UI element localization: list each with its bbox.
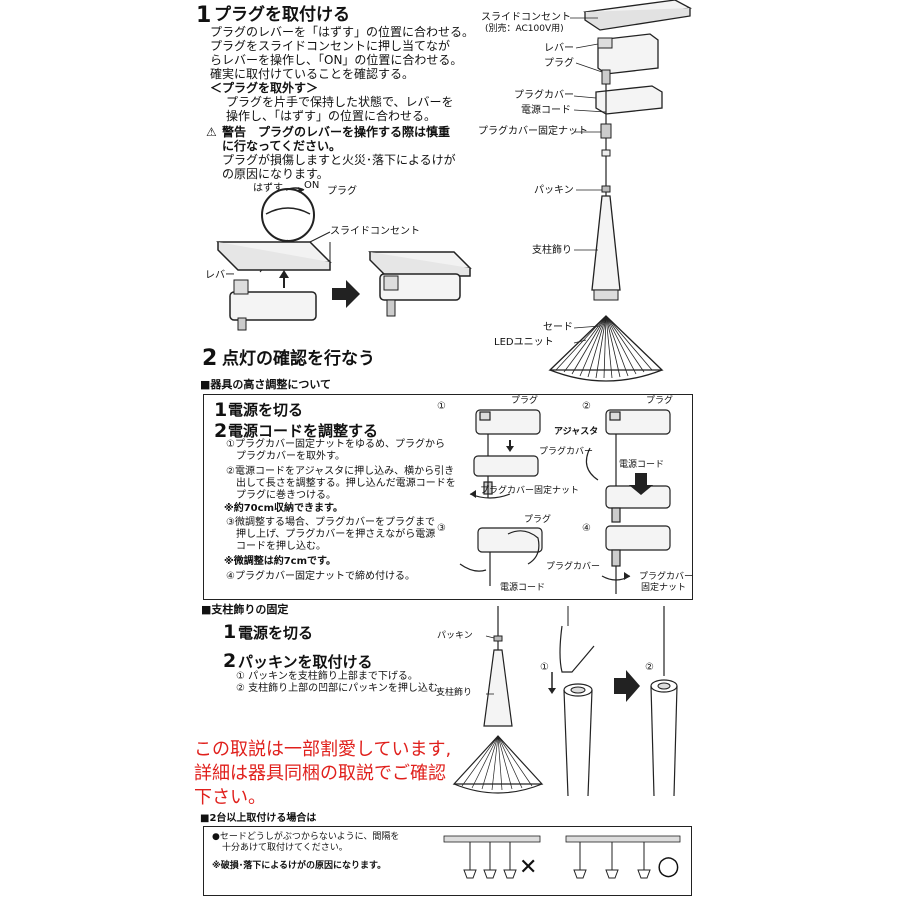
height-s1-title: 電源を切る <box>228 401 304 419</box>
step1-title: プラグを取付ける <box>214 5 350 25</box>
height-i2b: 出して長さを調整する。押し込んだ電源コードを <box>236 478 456 489</box>
part-plug: プラグ <box>544 58 574 69</box>
step2-title: 点灯の確認を行なう <box>222 349 375 369</box>
warning-line-2: の原因になります。 <box>222 167 329 181</box>
step1-number: 1 <box>196 3 212 28</box>
warning-icon: ⚠ <box>206 125 217 139</box>
height-adjust-figures <box>459 409 671 594</box>
remove-line-2: 操作し、「はずす」の位置に合わせる。 <box>226 109 437 123</box>
fig-plug-label: プラグ <box>327 186 357 197</box>
multi-section-title: ■2台以上取付ける場合は <box>200 813 317 824</box>
column-s1-number: 1 <box>223 621 237 643</box>
column-fig-n1: ① <box>540 662 549 673</box>
height-i3b: 押し上げ、プラグカバーを押さえながら電源 <box>236 529 436 540</box>
height-fig-cord-1: 電源コード <box>619 460 665 470</box>
multi-install-box <box>203 826 692 896</box>
height-note-1: ※約70cm収納できます。 <box>224 503 343 514</box>
column-s2-number: 2 <box>223 650 237 672</box>
multi-text-2: 十分あけて取付けてください。 <box>222 843 348 853</box>
column-fig-column: 支柱飾り <box>436 688 473 698</box>
column-s2-title: パッキンを取付ける <box>238 653 373 671</box>
height-i3a: ③微調整する場合、プラグカバーをプラグまで <box>226 517 435 528</box>
part-plug-cover: プラグカバー <box>514 90 574 101</box>
height-fig-plug-3: プラグ <box>524 515 552 525</box>
height-i2c: プラグに巻きつける。 <box>236 490 336 501</box>
height-fig-n1: ① <box>437 401 446 412</box>
height-fig-plug-2: プラグ <box>646 396 674 406</box>
part-column: 支柱飾り <box>532 245 572 256</box>
height-fig-n2: ② <box>582 401 591 412</box>
height-fig-nut-2a: プラグカバー <box>639 572 694 582</box>
fig-lever-label: レバー <box>205 270 235 281</box>
height-i3c: コードを押し込む。 <box>236 541 326 552</box>
height-i4: ④プラグカバー固定ナットで締め付ける。 <box>226 571 415 582</box>
step1-line-3: らレバーを操作し、「ON」の位置に合わせる。 <box>210 53 463 67</box>
step1-line-4: 確実に取付けていることを確認する。 <box>210 67 415 81</box>
step2-number: 2 <box>202 346 218 371</box>
column-fixing-figure <box>452 606 678 797</box>
column-fig-n2: ② <box>645 662 654 673</box>
part-slide-outlet-note: (別売：AC100V用) <box>485 24 564 34</box>
notice-line-2: 詳細は器具同梱の取説でご確認 <box>194 763 446 784</box>
column-s1-title: 電源を切る <box>238 624 314 642</box>
height-section-title: ■器具の高さ調整について <box>200 378 332 391</box>
height-s1-number: 1 <box>214 399 228 421</box>
height-i1a: ①プラグカバー固定ナットをゆるめ、プラグから <box>226 439 445 450</box>
column-i1: ① パッキンを支柱飾り上部まで下げる。 <box>236 671 418 682</box>
remove-line-1: プラグを片手で保持した状態で、レバーを <box>226 95 454 109</box>
height-fig-cord-2: 電源コード <box>500 583 546 593</box>
height-fig-n4: ④ <box>582 523 591 534</box>
height-fig-nut-1: プラグカバー固定ナット <box>480 486 580 496</box>
notice-line-3: 下さい。 <box>194 787 266 808</box>
height-i2a: ②電源コードをアジャスタに押し込み、横から引き <box>226 466 455 477</box>
notice-line-1: この取説は一部割愛しています, <box>194 739 452 760</box>
multi-warning: ※破損･落下によるけがの原因になります。 <box>212 861 387 871</box>
fig-hazusu-label: はずす <box>253 183 283 194</box>
warning-line-1: プラグが損傷しますと火災･落下によるけが <box>222 153 456 167</box>
remove-heading: ＜プラグを取外す＞ <box>210 81 319 95</box>
height-fig-cover-2: プラグカバー <box>546 562 601 572</box>
part-packing: パッキン <box>534 185 574 196</box>
part-cover-nut: プラグカバー固定ナット <box>478 126 588 137</box>
height-i1b: プラグカバーを取外す。 <box>236 451 345 462</box>
part-led-unit: LEDユニット <box>494 337 554 348</box>
fig-on-label: ON <box>304 180 320 191</box>
pendant-parts-diagram <box>548 0 693 382</box>
part-shade: セード <box>543 322 573 333</box>
height-s2-number: 2 <box>214 420 228 442</box>
part-slide-outlet: スライドコンセント <box>481 12 571 23</box>
multi-ng-mark: ✕ <box>519 855 538 880</box>
height-note-2: ※微調整は約7cmです。 <box>224 556 337 567</box>
step1-line-1: プラグのレバーを「はずす」の位置に合わせる。 <box>210 25 475 39</box>
height-fig-adjuster: アジャスタ <box>554 427 599 437</box>
multi-text-1: ●セードどうしがぶつからないように、間隔を <box>212 832 400 842</box>
height-fig-cover-1: プラグカバー <box>539 447 594 457</box>
multi-ok-mark: ○ <box>657 851 680 881</box>
height-fig-nut-2b: 固定ナット <box>641 583 687 593</box>
column-i2: ② 支柱飾り上部の凹部にパッキンを押し込む。 <box>236 683 448 694</box>
part-lever: レバー <box>544 43 574 54</box>
fig-slide-outlet-label: スライドコンセント <box>330 226 420 237</box>
warning-title-2: に行なってください。 <box>222 139 342 153</box>
part-power-cord: 電源コード <box>521 105 571 116</box>
plug-install-figure <box>216 187 472 331</box>
multi-install-figure <box>443 835 681 879</box>
height-adjust-box <box>203 394 693 600</box>
height-fig-n3: ③ <box>437 523 446 534</box>
column-section-title: ■支柱飾りの固定 <box>201 603 289 616</box>
height-s2-title: 電源コードを調整する <box>228 422 379 440</box>
warning-title-1: 警告 プラグのレバーを操作する際は慎重 <box>222 125 451 139</box>
column-fig-packing: パッキン <box>437 631 473 641</box>
step1-line-2: プラグをスライドコンセントに押し当てなが <box>210 39 451 53</box>
height-fig-plug-1: プラグ <box>511 396 539 406</box>
